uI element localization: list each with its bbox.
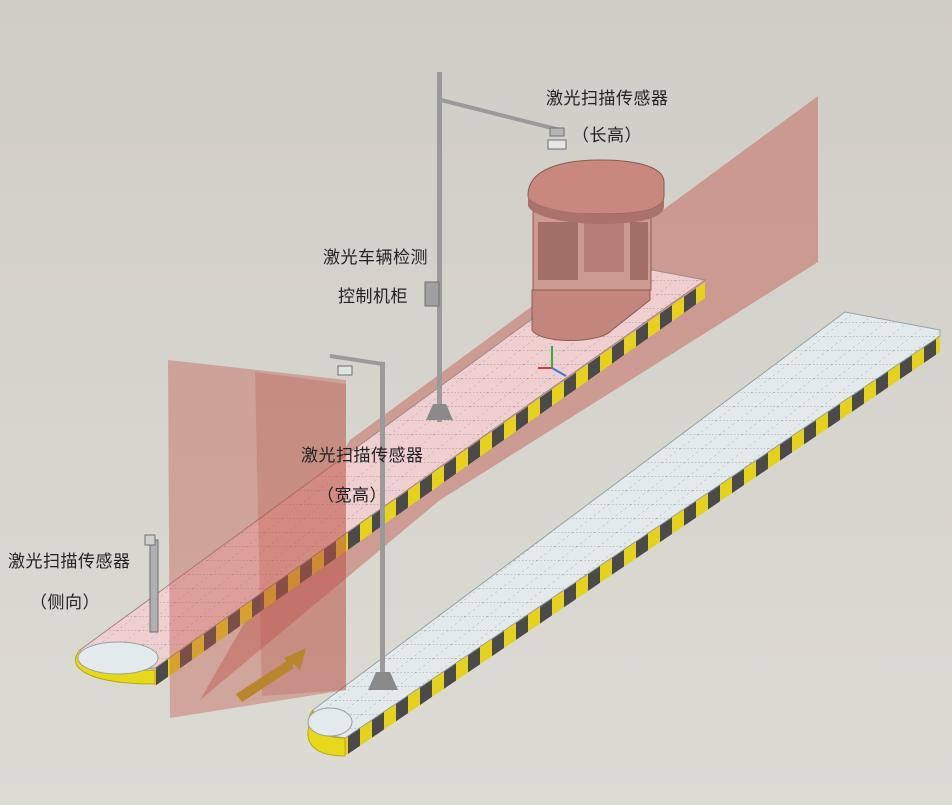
island-right (307, 311, 941, 757)
label-sensor-width-height-title: 激光扫描传感器 (301, 446, 424, 466)
toll-booth (527, 159, 665, 341)
laser-plane-side (168, 360, 346, 718)
laser-plane-side-inner (255, 372, 346, 696)
pole-length-height (424, 72, 567, 422)
label-sensor-length-height-title: 激光扫描传感器 (546, 89, 669, 109)
label-sensor-side-sub: （侧向） (30, 593, 100, 613)
arrow-icon (236, 648, 306, 702)
label-sensor-width-height-sub: （宽高） (317, 486, 387, 506)
label-control-cabinet-line2: 控制机柜 (338, 287, 408, 307)
label-control-cabinet-line1: 激光车辆检测 (323, 248, 428, 268)
pole-width-height (329, 354, 398, 690)
pole-side (144, 534, 159, 633)
label-sensor-length-height-sub: （长高） (572, 126, 642, 146)
label-sensor-side-title: 激光扫描传感器 (8, 552, 131, 572)
axis-gizmo-icon (538, 346, 567, 377)
island-left (74, 261, 707, 686)
